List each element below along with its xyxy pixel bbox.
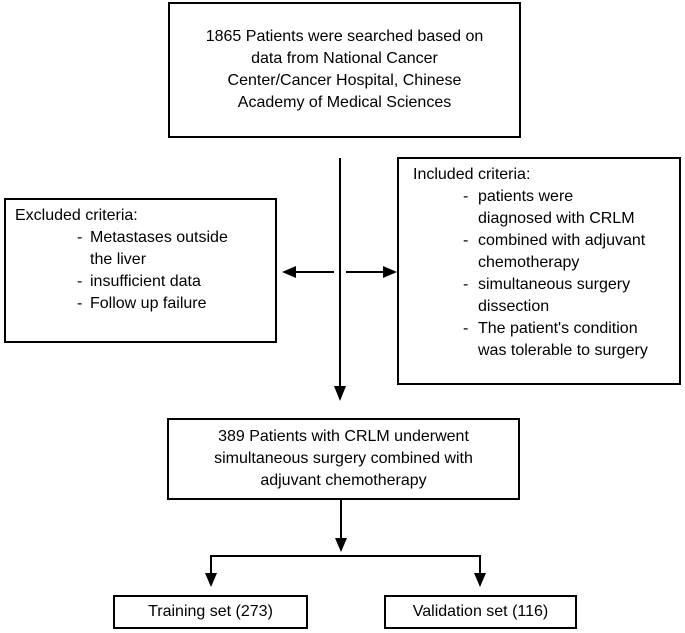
cohort-box: 389 Patients with CRLM underwent simulta… <box>167 418 520 500</box>
arrow-to-training <box>205 555 217 587</box>
validation-set-box: Validation set (116) <box>384 595 577 629</box>
cohort-line: simultaneous surgery combined with <box>214 450 473 467</box>
arrow-source-to-cohort <box>334 158 346 401</box>
arrow-to-validation <box>474 555 486 587</box>
item-line: simultaneous surgery <box>478 276 631 293</box>
training-set-box: Training set (273) <box>113 595 308 629</box>
item-line: The patient's condition <box>478 320 638 337</box>
excluded-item: - insufficient data <box>15 271 269 293</box>
excluded-criteria-box: Excluded criteria: - Metastases outside … <box>4 198 277 343</box>
excluded-item: - Follow up failure <box>15 293 269 315</box>
item-line: insufficient data <box>90 273 201 290</box>
bullet-dash: - <box>77 273 83 290</box>
source-box: 1865 Patients were searched based on dat… <box>168 2 521 138</box>
bullet-dash: - <box>463 188 469 205</box>
arrow-cohort-to-branch <box>335 500 347 552</box>
included-item: - The patient's condition was tolerable … <box>413 318 673 362</box>
item-line: Follow up failure <box>90 295 207 312</box>
included-title: Included criteria: <box>413 166 531 183</box>
arrow-to-included <box>346 266 397 278</box>
arrow-to-excluded <box>282 266 334 278</box>
excluded-item: - Metastases outside the liver <box>15 227 269 271</box>
item-line: was tolerable to surgery <box>478 342 648 359</box>
bullet-dash: - <box>77 229 83 246</box>
item-line: diagnosed with CRLM <box>478 210 635 227</box>
item-line: the liver <box>90 251 147 268</box>
bullet-dash: - <box>463 276 469 293</box>
included-item: - combined with adjuvant chemotherapy <box>413 230 673 274</box>
bullet-dash: - <box>77 295 83 312</box>
item-line: combined with adjuvant <box>478 232 646 249</box>
cohort-line: 389 Patients with CRLM underwent <box>218 428 469 445</box>
included-item: - simultaneous surgery dissection <box>413 274 673 318</box>
source-line: Center/Cancer Hospital, Chinese <box>227 72 462 89</box>
item-line: chemotherapy <box>478 254 580 271</box>
item-line: Metastases outside <box>90 229 228 246</box>
included-item: - patients were diagnosed with CRLM <box>413 186 673 230</box>
excluded-title: Excluded criteria: <box>15 207 138 224</box>
cohort-line: adjuvant chemotherapy <box>260 472 427 489</box>
source-line: data from National Cancer <box>251 50 438 67</box>
included-criteria-box: Included criteria: - patients were diagn… <box>397 157 681 385</box>
item-line: patients were <box>478 188 574 205</box>
bullet-dash: - <box>463 320 469 337</box>
source-line: Academy of Medical Sciences <box>237 94 452 111</box>
bullet-dash: - <box>463 232 469 249</box>
source-line: 1865 Patients were searched based on <box>205 28 484 45</box>
training-set-label: Training set (273) <box>148 603 273 620</box>
validation-set-label: Validation set (116) <box>412 603 549 620</box>
item-line: dissection <box>478 298 550 315</box>
